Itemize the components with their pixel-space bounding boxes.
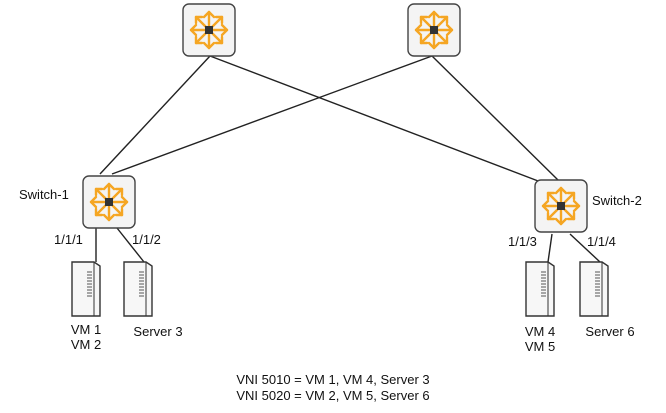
port-label-1-1-3: 1/1/3 xyxy=(508,234,537,249)
server-3-label: Server 3 xyxy=(133,324,183,339)
vni-5010-line: VNI 5010 = VM 1, VM 4, Server 3 xyxy=(236,372,430,387)
switch-2-label: Switch-2 xyxy=(592,193,642,208)
port-label-1-1-1: 1/1/1 xyxy=(54,232,83,247)
link-spine2-switch1 xyxy=(111,55,433,175)
link-spine1-switch2 xyxy=(209,55,547,185)
server-vm45-label-line2: VM 5 xyxy=(524,339,556,354)
link-spine2-switch2 xyxy=(431,55,559,181)
server-vm45-icon xyxy=(525,261,555,317)
vni-legend: VNI 5010 = VM 1, VM 4, Server 3 VNI 5020… xyxy=(160,372,506,404)
link-switch2-vm45 xyxy=(547,233,553,263)
server-vm12-icon xyxy=(71,261,101,317)
server-vm12-label-line1: VM 1 xyxy=(70,322,102,337)
link-switch2-server6 xyxy=(569,233,601,263)
switch-1-label: Switch-1 xyxy=(19,187,69,202)
server-vm12-label-line2: VM 2 xyxy=(70,337,102,352)
server-vm12-label: VM 1 VM 2 xyxy=(56,322,116,352)
spine-switch-1-icon xyxy=(181,2,237,58)
server-6-icon xyxy=(579,261,609,317)
link-spine1-switch1 xyxy=(99,55,211,175)
server-vm45-label-line1: VM 4 xyxy=(524,324,556,339)
vni-5020-line: VNI 5020 = VM 2, VM 5, Server 6 xyxy=(236,388,430,403)
server-3-icon xyxy=(123,261,153,317)
port-label-1-1-4: 1/1/4 xyxy=(587,234,616,249)
spine-switch-2-icon xyxy=(406,2,462,58)
server-vm45-label: VM 4 VM 5 xyxy=(510,324,570,354)
link-switch1-server3 xyxy=(116,227,145,263)
switch-2-icon xyxy=(533,178,589,234)
server-6-label: Server 6 xyxy=(585,324,635,339)
switch-1-icon xyxy=(81,174,137,230)
port-label-1-1-2: 1/1/2 xyxy=(132,232,161,247)
